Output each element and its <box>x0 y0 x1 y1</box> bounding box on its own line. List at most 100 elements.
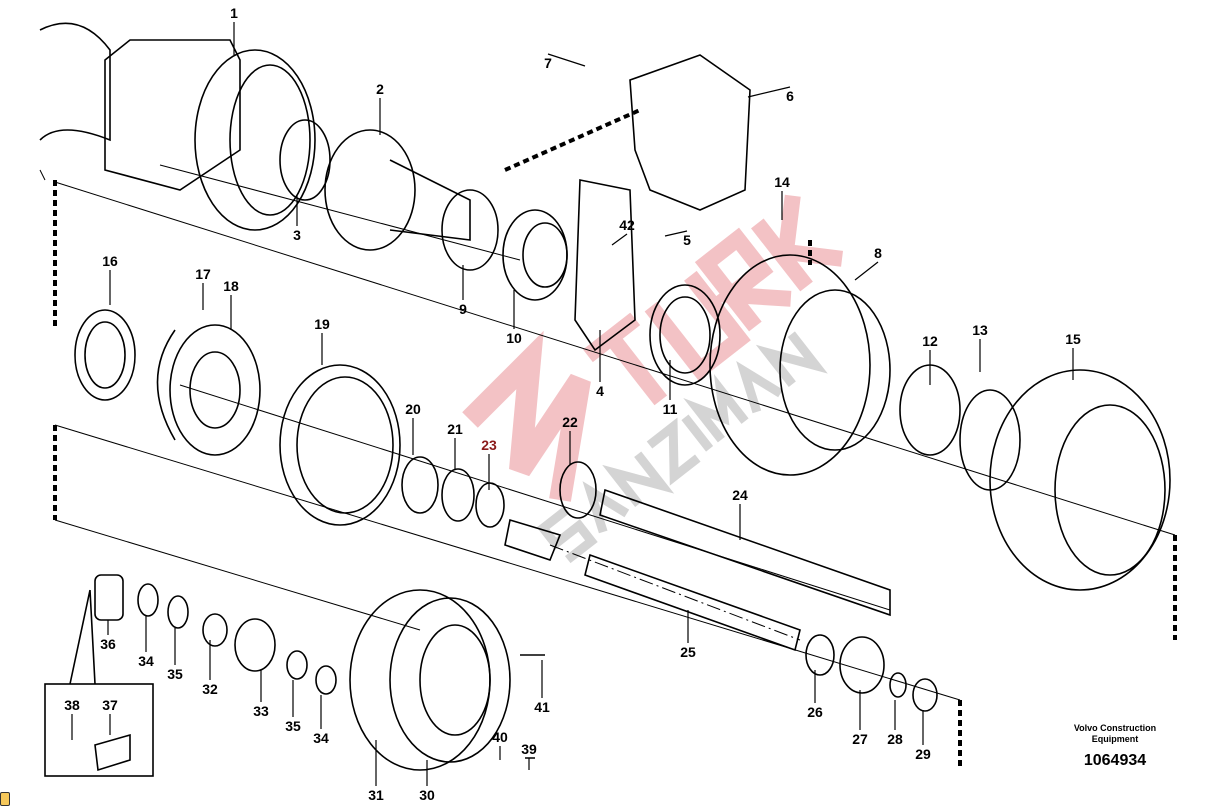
watermark-logo <box>462 194 844 564</box>
callout-8: 8 <box>854 245 882 281</box>
callout-21: 21 <box>447 421 463 470</box>
callout-4: 4 <box>596 330 604 399</box>
callout-number: 21 <box>447 421 463 437</box>
callout-38: 38 <box>64 697 80 740</box>
callout-3: 3 <box>293 195 301 243</box>
callout-number: 19 <box>314 316 330 332</box>
callout-37: 37 <box>102 697 118 735</box>
callout-number: 14 <box>774 174 790 190</box>
callout-19: 19 <box>314 316 330 365</box>
callout-35: 35 <box>167 628 183 682</box>
callout-42: 42 <box>611 217 635 246</box>
leader-line <box>611 233 628 246</box>
callout-number: 3 <box>293 227 301 243</box>
callout-number: 36 <box>100 636 116 652</box>
callout-34: 34 <box>313 695 329 746</box>
callout-16: 16 <box>102 253 118 305</box>
callout-24: 24 <box>732 487 748 540</box>
axle-housing <box>39 22 331 231</box>
callout-number: 18 <box>223 278 239 294</box>
callout-number: 13 <box>972 322 988 338</box>
group-boundaries <box>39 108 1177 770</box>
callout-number: 28 <box>887 731 903 747</box>
callout-number: 8 <box>874 245 882 261</box>
leader-line <box>547 53 586 67</box>
drawing-number: 1064934 <box>1083 752 1147 769</box>
callout-number: 4 <box>596 383 604 399</box>
callout-32: 32 <box>202 640 218 697</box>
callout-number: 37 <box>102 697 118 713</box>
callout-number: 39 <box>521 741 537 757</box>
callout-number: 6 <box>786 88 794 104</box>
callout-17: 17 <box>195 266 211 310</box>
drive-shafts <box>504 488 891 652</box>
callout-14: 14 <box>774 174 790 220</box>
callout-number: 26 <box>807 704 823 720</box>
callout-number: 20 <box>405 401 421 417</box>
callout-number: 9 <box>459 301 467 317</box>
callout-number: 5 <box>683 232 691 248</box>
callout-number: 32 <box>202 681 218 697</box>
callout-number: 42 <box>619 217 635 233</box>
note-icon[interactable] <box>0 792 10 806</box>
callout-number: 35 <box>285 718 301 734</box>
callout-41: 41 <box>534 660 550 715</box>
callout-18: 18 <box>223 278 239 330</box>
callout-number: 25 <box>680 644 696 660</box>
callout-15: 15 <box>1065 331 1081 380</box>
callout-number: 24 <box>732 487 748 503</box>
callout-number: 12 <box>922 333 938 349</box>
callout-28: 28 <box>887 700 903 747</box>
callout-number: 23 <box>481 437 497 453</box>
callout-22: 22 <box>562 414 578 465</box>
callout-12: 12 <box>922 333 938 385</box>
callout-number: 30 <box>419 787 435 803</box>
callout-number: 38 <box>64 697 80 713</box>
callout-number: 35 <box>167 666 183 682</box>
callout-23: 23 <box>481 437 497 490</box>
callout-39: 39 <box>521 741 537 770</box>
callout-number: 34 <box>138 653 154 669</box>
callout-number: 2 <box>376 81 384 97</box>
callout-number: 41 <box>534 699 550 715</box>
callout-6: 6 <box>747 86 794 104</box>
leader-line <box>664 230 688 237</box>
planet-carrier-cover <box>44 574 938 777</box>
manufacturer-caption: Volvo Construction Equipment <box>1073 723 1157 744</box>
callout-number: 31 <box>368 787 384 803</box>
callout-10: 10 <box>506 290 522 346</box>
callout-2: 2 <box>376 81 384 135</box>
callout-27: 27 <box>852 690 868 747</box>
callout-number: 40 <box>492 729 508 745</box>
callout-number: 29 <box>915 746 931 762</box>
callout-number: 15 <box>1065 331 1081 347</box>
callout-36: 36 <box>100 620 116 652</box>
planetary-parts <box>74 309 597 528</box>
callout-9: 9 <box>459 265 467 317</box>
callout-7: 7 <box>544 53 586 71</box>
callout-40: 40 <box>492 729 508 760</box>
callout-20: 20 <box>405 401 421 455</box>
spindle <box>324 129 568 301</box>
callout-number: 11 <box>663 401 678 417</box>
callout-number: 34 <box>313 730 329 746</box>
callout-31: 31 <box>368 740 384 803</box>
brake-disc-hub <box>649 254 1171 591</box>
callout-26: 26 <box>807 670 823 720</box>
callout-33: 33 <box>253 670 269 719</box>
callout-1: 1 <box>230 5 238 55</box>
leader-line <box>854 261 879 281</box>
callout-number: 22 <box>562 414 578 430</box>
callout-5: 5 <box>664 230 691 248</box>
callout-number: 7 <box>544 55 552 71</box>
leader-line <box>747 86 791 98</box>
callout-number: 1 <box>230 5 238 21</box>
callout-25: 25 <box>680 610 696 660</box>
callout-number: 27 <box>852 731 868 747</box>
callout-number: 33 <box>253 703 269 719</box>
callout-29: 29 <box>915 710 931 762</box>
callout-13: 13 <box>972 322 988 372</box>
callout-number: 17 <box>195 266 211 282</box>
